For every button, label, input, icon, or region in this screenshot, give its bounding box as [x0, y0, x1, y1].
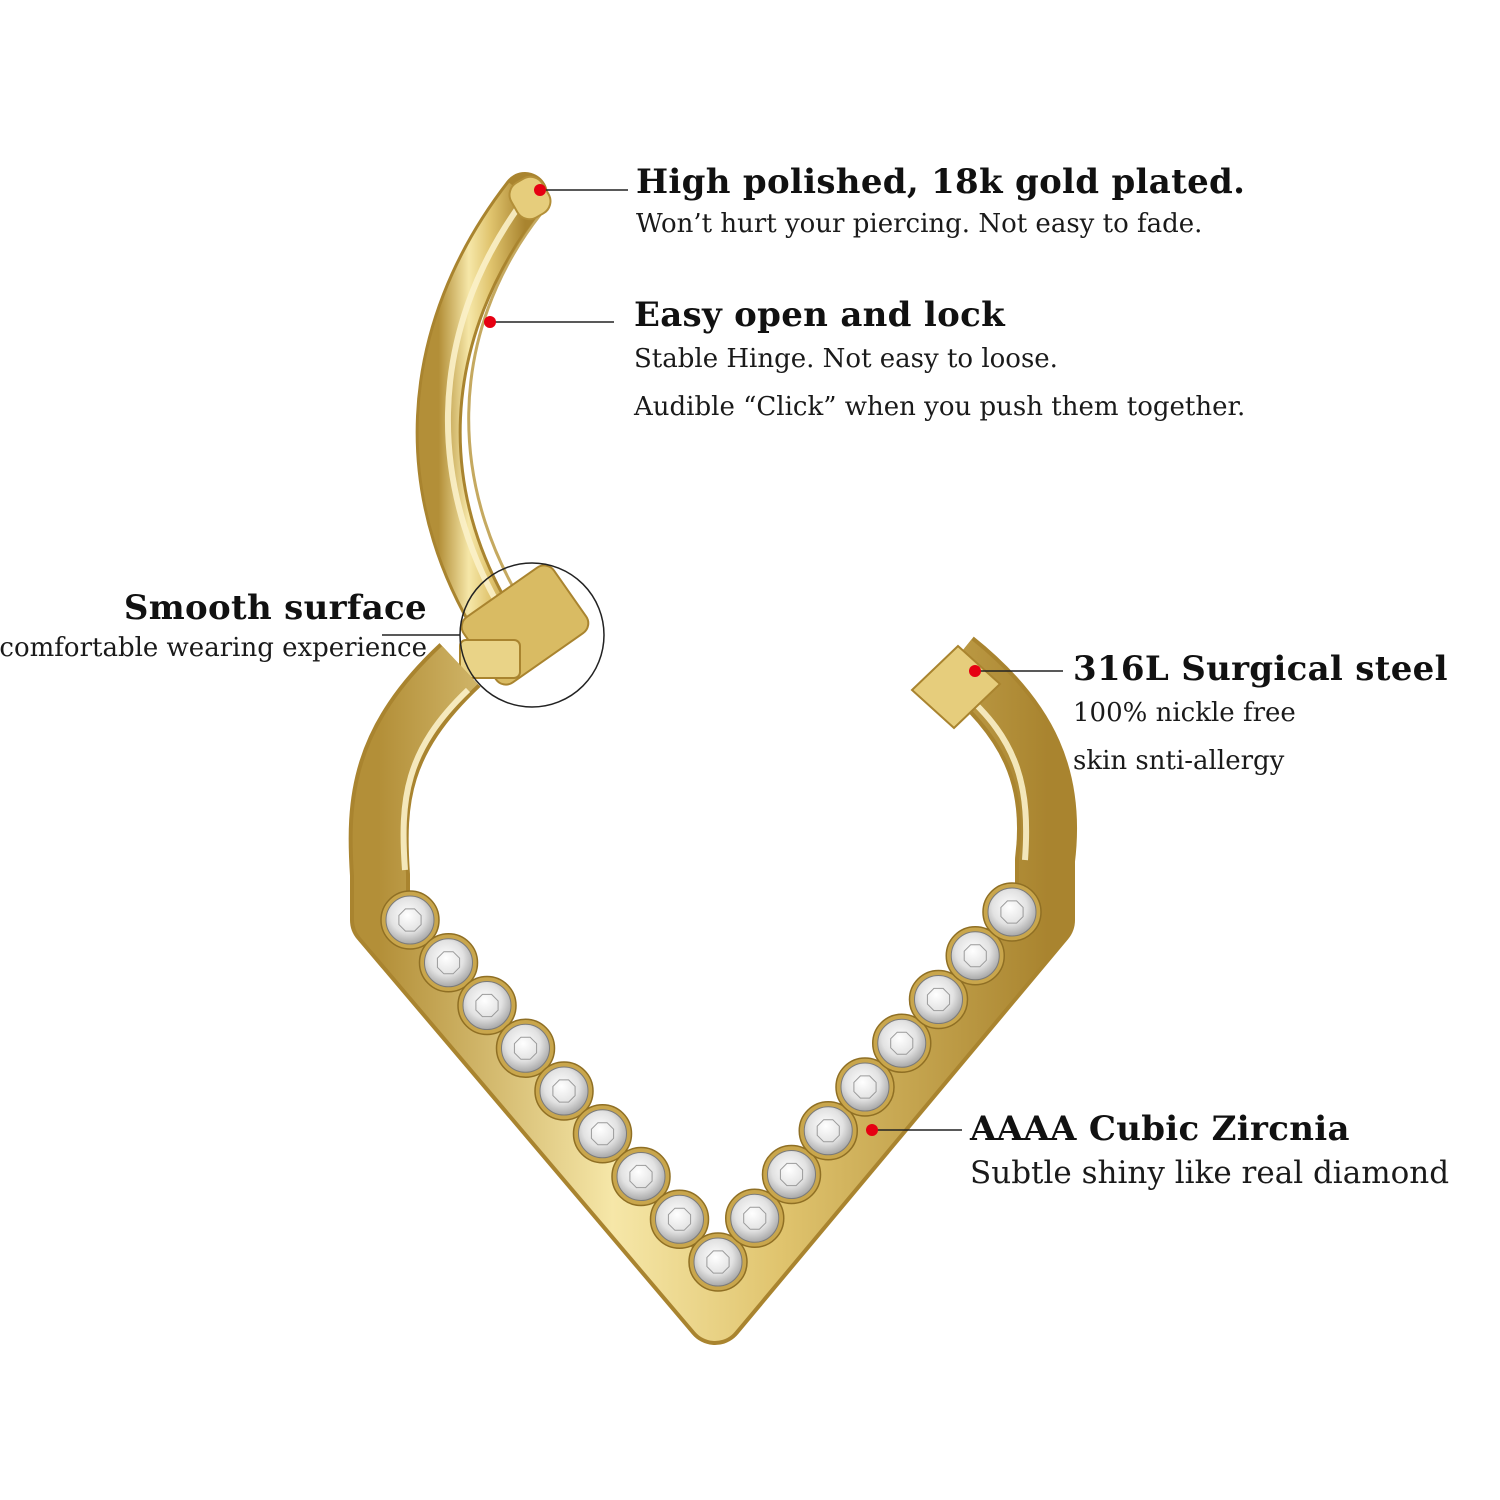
callout-smooth-title: Smooth surface: [123, 588, 427, 628]
zirconia-gem: [424, 938, 473, 988]
callout-steel-title: 316L Surgical steel: [1073, 649, 1448, 689]
zirconia-gem: [950, 931, 1000, 981]
callout-lock-title: Easy open and lock: [634, 295, 1005, 335]
callout-smooth-line-1: comfortable wearing experience: [0, 633, 427, 663]
zirconia-gem: [840, 1062, 890, 1112]
callout-polish: High polished, 18k gold plated. Won’t hu…: [636, 162, 1245, 246]
gem-facet: [629, 1164, 653, 1189]
gem-facet: [475, 993, 499, 1018]
zirconia-gem: [914, 975, 963, 1024]
gem-facet: [743, 1206, 767, 1230]
zirconia-gem: [462, 981, 512, 1030]
zirconia-gem: [385, 895, 435, 945]
zirconia-gem: [877, 1018, 927, 1068]
gem-facet: [706, 1250, 730, 1274]
gem-facet: [963, 944, 987, 968]
zirconia-gem: [987, 887, 1037, 937]
callout-zirconia: AAAA Cubic Zircnia Subtle shiny like rea…: [970, 1109, 1449, 1197]
gem-facet: [552, 1079, 576, 1103]
polish-marker-dot: [534, 184, 546, 196]
callout-zirconia-title: AAAA Cubic Zircnia: [970, 1109, 1350, 1149]
callout-zirconia-line-1: Subtle shiny like real diamond: [970, 1155, 1450, 1191]
zirconia-gem: [501, 1023, 550, 1073]
callout-polish-title: High polished, 18k gold plated.: [636, 162, 1246, 202]
gem-facet: [890, 1031, 914, 1055]
callout-smooth: Smooth surface comfortable wearing exper…: [0, 588, 427, 668]
zirconia-marker-dot: [866, 1124, 878, 1136]
zirconia-gem-row: [380, 882, 1042, 1292]
callout-steel-line-1: 100% nickle free: [1073, 698, 1296, 728]
gem-facet: [816, 1119, 840, 1143]
gem-facet: [398, 908, 422, 932]
zirconia-gem: [578, 1109, 627, 1159]
callout-steel: 316L Surgical steel 100% nickle free ski…: [1073, 649, 1448, 785]
zirconia-gem: [803, 1106, 853, 1156]
zirconia-gem: [730, 1193, 780, 1243]
gem-facet: [926, 987, 951, 1012]
gem-facet: [779, 1162, 804, 1187]
zirconia-gem: [693, 1237, 743, 1287]
hinge-arc: [415, 172, 552, 673]
gem-facet: [853, 1075, 877, 1099]
gem-facet: [667, 1207, 692, 1231]
lock-marker-dot: [484, 316, 496, 328]
gem-facet: [1000, 900, 1024, 924]
zirconia-gem: [655, 1194, 704, 1244]
gem-facet: [436, 951, 461, 975]
gem-facet: [590, 1122, 615, 1146]
callout-lock: Easy open and lock Stable Hinge. Not eas…: [634, 295, 1245, 431]
callout-polish-line-1: Won’t hurt your piercing. Not easy to fa…: [636, 209, 1203, 239]
zirconia-gem: [539, 1066, 589, 1116]
zirconia-gem: [616, 1152, 666, 1201]
callout-lock-line-2: Audible “Click” when you push them toget…: [634, 392, 1246, 422]
hinge-knuckle: [459, 564, 590, 686]
zirconia-gem: [767, 1150, 816, 1199]
gem-facet: [513, 1036, 538, 1060]
callout-lock-line-1: Stable Hinge. Not easy to loose.: [634, 344, 1058, 374]
steel-marker-dot: [969, 665, 981, 677]
callout-leaders: [382, 184, 1063, 1136]
callout-steel-line-2: skin snti-allergy: [1073, 746, 1285, 776]
